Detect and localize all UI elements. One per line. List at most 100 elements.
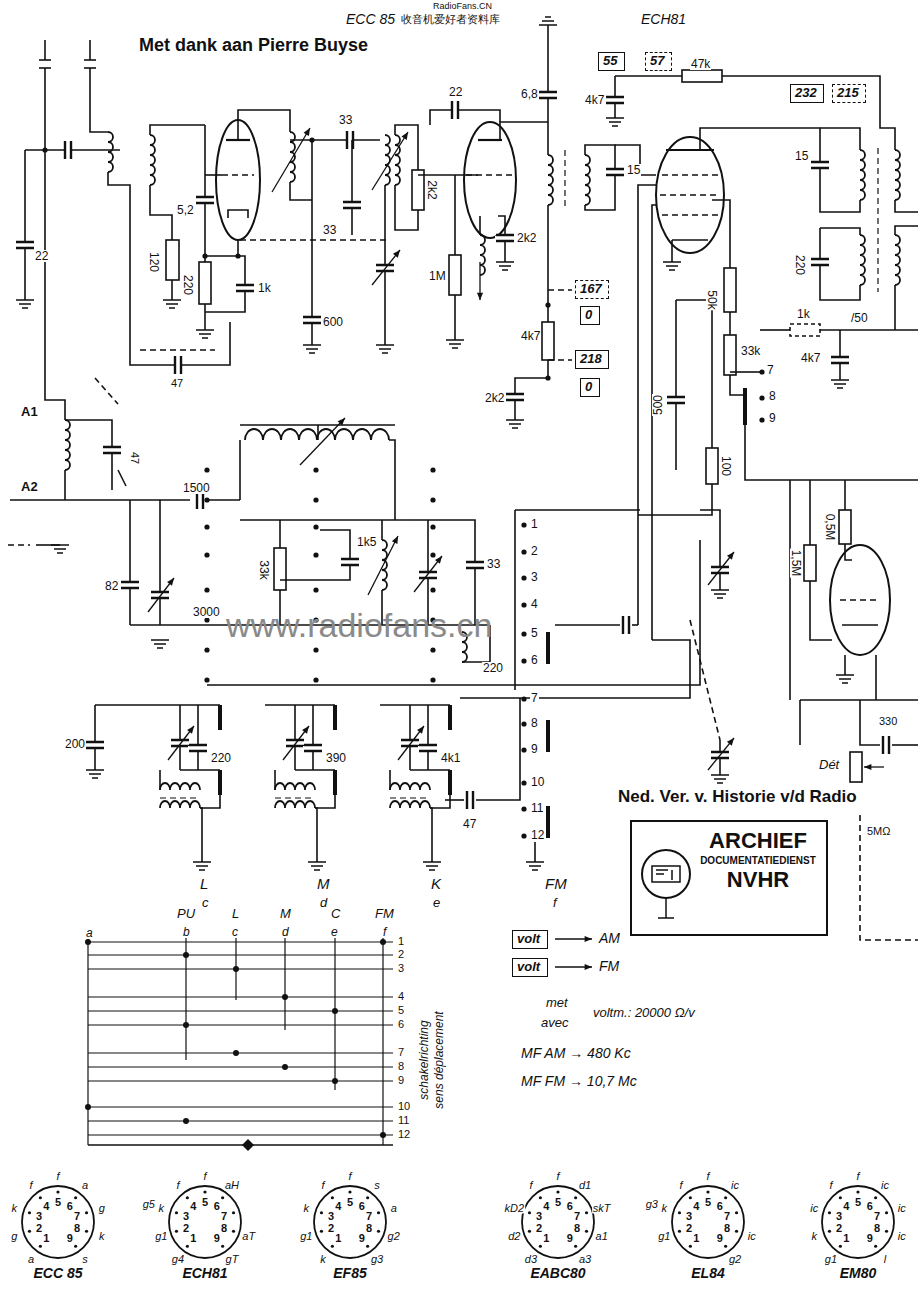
component-value: 33k (740, 345, 761, 357)
pin-dot (678, 1230, 681, 1233)
wire (88, 1080, 393, 1081)
coil-symbol (585, 155, 590, 205)
wire (90, 68, 108, 132)
component-value: 33k (258, 559, 270, 580)
junction-dot (204, 524, 209, 529)
tube-name: ECC 85 (345, 12, 396, 26)
wire (238, 110, 290, 140)
ground-symbol (711, 775, 729, 783)
wire (666, 149, 714, 151)
wire (445, 799, 464, 801)
wire (88, 1010, 393, 1011)
capacitor-symbol (623, 616, 629, 634)
pin-dot (331, 1245, 334, 1248)
table-header: PU (176, 907, 196, 920)
wire (844, 655, 846, 675)
tube-base-outline (658, 1178, 758, 1266)
pin-electrode: skT (592, 1202, 612, 1213)
pin-electrode: ic (730, 1179, 740, 1190)
wire (159, 770, 161, 790)
wire (240, 239, 390, 241)
contact-number: 8 (530, 717, 539, 729)
pin-electrode: l (883, 1254, 887, 1265)
pin-number: 5 (704, 1197, 712, 1208)
wire (315, 795, 335, 808)
tube-base-outline (8, 1178, 108, 1266)
pin-dot (874, 1245, 877, 1248)
coil-symbol (245, 429, 389, 440)
table-header: C (330, 907, 341, 920)
junction-dot (521, 780, 526, 785)
wire (476, 698, 520, 800)
capacitor-symbol (236, 285, 254, 291)
pin-number: 7 (220, 1210, 228, 1221)
capacitor-gap (176, 355, 180, 375)
wire (479, 216, 481, 235)
wire (108, 172, 230, 365)
reference-box: 0 (580, 378, 600, 397)
pin-number: 8 (365, 1223, 373, 1234)
pin-number: 4 (542, 1200, 550, 1211)
component-value: 47 (129, 451, 140, 465)
wire (65, 420, 112, 490)
contact-number: 3 (530, 571, 539, 583)
junction-dot (521, 747, 526, 752)
wire (351, 140, 353, 235)
table-header: FM (374, 907, 395, 920)
pin-number: 2 (327, 1223, 335, 1234)
pin-electrode: a (81, 1179, 89, 1190)
capacitor-symbol (831, 357, 849, 363)
wire (712, 200, 730, 268)
wire (150, 704, 220, 706)
terminal-label: A2 (20, 480, 39, 493)
coil-symbol (548, 155, 553, 205)
wire (283, 726, 309, 760)
pin-electrode: k (158, 1202, 166, 1213)
wire (662, 214, 718, 215)
wire (295, 769, 335, 771)
arrow-head (167, 578, 174, 586)
contact-number: 2 (530, 545, 539, 557)
pin-dot (366, 1196, 369, 1199)
wire (228, 210, 248, 218)
pin-electrode: kD2 (503, 1202, 525, 1213)
measurement-note: MF FM → 10,7 Mc (520, 1074, 638, 1088)
pin-dot (885, 1211, 888, 1214)
junction-dot (430, 587, 435, 592)
base-circle (522, 1186, 594, 1258)
band-letter: L (199, 876, 209, 891)
wire (894, 285, 896, 330)
junction-dot (759, 369, 764, 374)
pin-number: 9 (66, 1233, 74, 1244)
capacitor-gap (605, 170, 625, 174)
wire (64, 470, 66, 500)
stamp-text: ARCHIEF (700, 828, 816, 854)
pin-dot (556, 1190, 559, 1193)
wire (8, 544, 30, 546)
contact-number: 9 (768, 412, 777, 424)
wire (389, 440, 395, 520)
arrow-head (435, 556, 442, 564)
wire (500, 122, 548, 140)
pin-dot (221, 1196, 224, 1199)
pin-electrode: f (528, 1179, 533, 1190)
table-header: e (330, 926, 339, 938)
wire (84, 59, 96, 61)
capacitor-gap (605, 98, 625, 102)
coil-symbol (395, 135, 400, 185)
resistor-symbol (839, 510, 851, 544)
reference-number: volt (517, 960, 543, 975)
pin-number: 9 (566, 1233, 574, 1244)
wire (800, 699, 918, 701)
reference-box-dashed: 57 (645, 52, 672, 71)
capacitor-symbol (343, 202, 361, 208)
component-value: 22 (448, 86, 463, 98)
wire (840, 599, 880, 600)
pin-dot (839, 1245, 842, 1248)
wire (312, 705, 314, 770)
wire (690, 620, 720, 740)
wire (410, 769, 450, 771)
wire (548, 289, 572, 291)
ground-symbol (496, 262, 514, 270)
